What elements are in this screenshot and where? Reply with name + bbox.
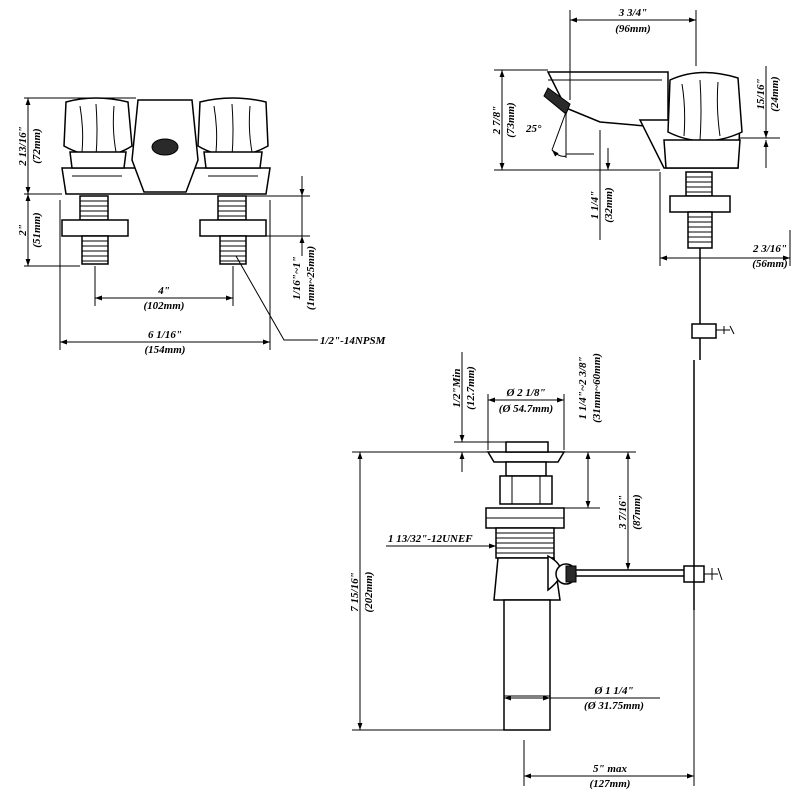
left-handle <box>63 97 133 157</box>
shank-offset-metric: (56mm) <box>752 258 787 270</box>
right-mount-nut <box>199 219 267 237</box>
supply-thread-label: 1/2"-14NPSM <box>320 335 387 347</box>
drain-to-rod-metric: (87mm) <box>631 494 643 529</box>
shank-height-imperial: 2" <box>17 224 29 237</box>
flange-dia-imperial: Ø 2 1/8" <box>505 387 545 399</box>
deck-range-metric: (1mm~25mm) <box>305 246 317 310</box>
spout-aerator <box>151 138 179 156</box>
flange-min-imperial: 1/2"Min <box>451 368 463 407</box>
drain-length-metric: (202mm) <box>363 572 375 613</box>
rod-reach-metric: (127mm) <box>590 778 631 790</box>
handle-top-metric: (24mm) <box>769 76 781 111</box>
drain-thread-label: 1 13/32"-12UNEF <box>388 533 473 545</box>
shank-height-metric: (51mm) <box>31 212 43 247</box>
drain-to-rod-imperial: 3 7/16" <box>617 495 629 530</box>
spout-angle-label: 25° <box>525 123 542 135</box>
centers-imperial: 4" <box>157 285 170 297</box>
basin-range-metric: (31mm~60mm) <box>591 353 603 423</box>
pop-up-drain-assembly <box>485 360 723 731</box>
basin-range-imperial: 1 1/4"~2 3/8" <box>577 356 589 419</box>
drain-length-imperial: 7 15/16" <box>349 572 361 611</box>
side-mount-nut <box>669 195 731 213</box>
deck-range-imperial: 1/16"~1" <box>291 256 303 300</box>
side-view-faucet <box>543 71 743 360</box>
left-mount-nut <box>61 219 129 237</box>
centers-metric: (102mm) <box>144 300 185 312</box>
body-height-imperial: 2 13/16" <box>17 126 29 166</box>
tail-dia-metric: (Ø 31.75mm) <box>584 700 644 712</box>
tail-dia-imperial: Ø 1 1/4" <box>593 685 633 697</box>
drain-tailpiece <box>503 599 551 731</box>
flange-dia-metric: (Ø 54.7mm) <box>499 403 553 415</box>
lift-rod-clamp <box>691 323 717 339</box>
side-shank-imperial: 1 1/4" <box>589 191 601 219</box>
spout-height-metric: (73mm) <box>505 102 517 137</box>
spout-height-imperial: 2 7/8" <box>491 106 503 135</box>
drain-dimensions: 1/2"Min (12.7mm) Ø 2 1/8" (Ø 54.7mm) 1 1… <box>349 352 695 790</box>
spout-width-metric: (96mm) <box>615 23 650 35</box>
side-shank-metric: (32mm) <box>603 187 615 222</box>
side-handle <box>667 71 743 142</box>
front-view-dimensions: 2 13/16" (72mm) 2" (51mm) 4" (102mm) 6 1… <box>17 97 387 356</box>
shank-offset-imperial: 2 3/16" <box>752 243 787 255</box>
handle-top-imperial: 15/16" <box>755 78 767 109</box>
front-view-faucet <box>61 97 271 265</box>
rod-reach-imperial: 5" max <box>593 763 627 775</box>
overall-width-imperial: 6 1/16" <box>148 329 182 341</box>
body-height-metric: (72mm) <box>31 128 43 163</box>
spout-width-imperial: 3 3/4" <box>618 7 647 19</box>
drain-cap <box>486 451 566 463</box>
overall-width-metric: (154mm) <box>145 344 186 356</box>
flange-min-metric: (12.7mm) <box>465 366 477 410</box>
side-view-dimensions: 3 3/4" (96mm) 15/16" (24mm) 2 7/8" (73mm… <box>491 7 791 270</box>
